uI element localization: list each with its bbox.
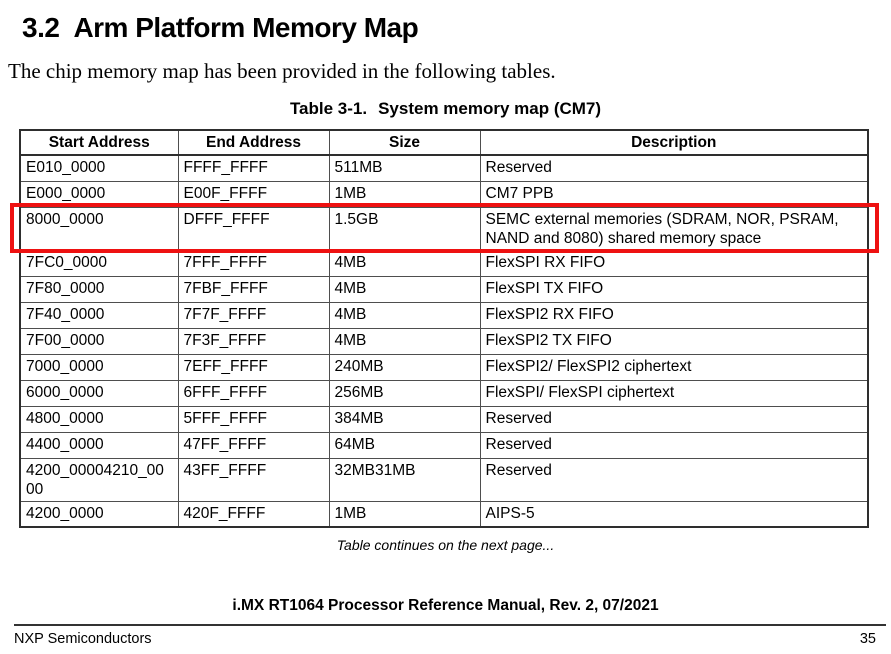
footer-manual-title: i.MX RT1064 Processor Reference Manual, … — [232, 597, 659, 614]
end-address-cell: FFFF_FFFF — [177, 154, 330, 182]
end-address-cell: 7FBF_FFFF — [177, 275, 330, 303]
start-address-cell: 7F40_0000 — [19, 301, 179, 329]
description-cell: FlexSPI/ FlexSPI ciphertext — [479, 379, 869, 407]
description-cell: Reserved — [479, 457, 869, 502]
section-number: 3.2 — [22, 12, 60, 43]
size-cell: 64MB — [328, 431, 481, 459]
header-start-address: Start Address — [19, 129, 179, 156]
start-address-cell: 6000_0000 — [19, 379, 179, 407]
end-address-cell: 7EFF_FFFF — [177, 353, 330, 381]
end-address-cell: 5FFF_FFFF — [177, 405, 330, 433]
description-cell: SEMC external memories (SDRAM, NOR, PSRA… — [479, 206, 869, 251]
description-cell: Reserved — [479, 405, 869, 433]
start-address-cell: 7FC0_0000 — [19, 249, 179, 277]
start-address-cell: 7000_0000 — [19, 353, 179, 381]
table-caption: Table 3-1. System memory map (CM7) — [0, 99, 891, 119]
header-description: Description — [479, 129, 869, 156]
start-address-cell: E000_0000 — [19, 180, 179, 208]
end-address-cell: 7F7F_FFFF — [177, 301, 330, 329]
description-cell: FlexSPI2 TX FIFO — [479, 327, 869, 355]
description-cell: Reserved — [479, 431, 869, 459]
end-address-cell: DFFF_FFFF — [177, 206, 330, 251]
start-address-cell: 7F00_0000 — [19, 327, 179, 355]
start-address-cell: E010_0000 — [19, 154, 179, 182]
page-number: 35 — [859, 631, 876, 647]
size-cell: 1MB — [328, 180, 481, 208]
table-caption-text: System memory map (CM7) — [378, 99, 602, 118]
end-address-cell: 47FF_FFFF — [177, 431, 330, 459]
end-address-cell: 420F_FFFF — [177, 500, 330, 528]
end-address-cell: 43FF_FFFF — [177, 457, 330, 502]
size-cell: 1MB — [328, 500, 481, 528]
description-cell: AIPS-5 — [479, 500, 869, 528]
description-cell: FlexSPI TX FIFO — [479, 275, 869, 303]
start-address-cell: 4400_0000 — [19, 431, 179, 459]
start-address-cell: 8000_0000 — [19, 206, 179, 251]
header-size: Size — [328, 129, 481, 156]
size-cell: 1.5GB — [328, 206, 481, 251]
description-cell: Reserved — [479, 154, 869, 182]
size-cell: 384MB — [328, 405, 481, 433]
section-title: Arm Platform Memory Map — [73, 12, 419, 43]
end-address-cell: 6FFF_FFFF — [177, 379, 330, 407]
footer-publisher: NXP Semiconductors — [14, 631, 152, 647]
size-cell: 240MB — [328, 353, 481, 381]
memory-map-table: Start Address End Address Size Descripti… — [19, 129, 869, 528]
description-cell: FlexSPI2 RX FIFO — [479, 301, 869, 329]
footer-bar: NXP Semiconductors 35 — [14, 631, 876, 647]
start-address-cell: 7F80_0000 — [19, 275, 179, 303]
size-cell: 511MB — [328, 154, 481, 182]
start-address-cell: 4800_0000 — [19, 405, 179, 433]
start-address-cell: 4200_0000 — [19, 500, 179, 528]
description-cell: FlexSPI RX FIFO — [479, 249, 869, 277]
table-caption-label: Table 3-1. — [289, 99, 368, 118]
start-address-cell: 4200_00004210_0000 — [19, 457, 179, 502]
description-cell: CM7 PPB — [479, 180, 869, 208]
section-heading: 3.2 Arm Platform Memory Map — [22, 12, 891, 44]
size-cell: 4MB — [328, 275, 481, 303]
size-cell: 256MB — [328, 379, 481, 407]
footer-divider — [14, 624, 886, 626]
intro-paragraph: The chip memory map has been provided in… — [8, 59, 556, 83]
end-address-cell: E00F_FFFF — [177, 180, 330, 208]
end-address-cell: 7F3F_FFFF — [177, 327, 330, 355]
table-continuation-note: Table continues on the next page... — [336, 537, 555, 553]
size-cell: 4MB — [328, 327, 481, 355]
table-header-row: Start Address End Address Size Descripti… — [19, 129, 869, 156]
end-address-cell: 7FFF_FFFF — [177, 249, 330, 277]
size-cell: 32MB31MB — [328, 457, 481, 502]
description-cell: FlexSPI2/ FlexSPI2 ciphertext — [479, 353, 869, 381]
header-end-address: End Address — [177, 129, 330, 156]
size-cell: 4MB — [328, 249, 481, 277]
size-cell: 4MB — [328, 301, 481, 329]
